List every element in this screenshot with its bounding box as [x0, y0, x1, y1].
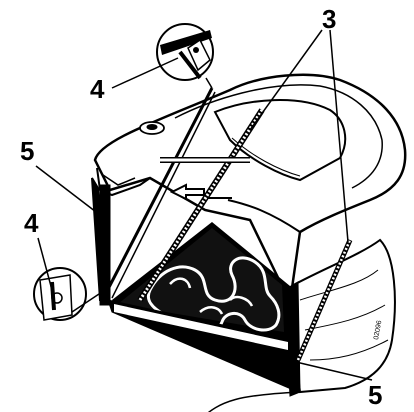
callout-3: 3: [322, 4, 336, 34]
direction-arrow-icon: [169, 183, 205, 201]
bag-fabric: [208, 238, 396, 412]
bag-top-cover: [93, 73, 407, 294]
callout-5-left: 5: [20, 136, 34, 166]
figure-code: 02096: [373, 320, 383, 340]
callout-4-top: 4: [90, 74, 105, 104]
bag-springs: [137, 108, 353, 361]
callout-4-bottom: 4: [24, 208, 39, 238]
callout-5-bottom: 5: [368, 380, 382, 410]
callout-leader-lines: [35, 29, 373, 381]
bag-front-frame: [107, 281, 301, 397]
bag-rods: [103, 87, 250, 299]
bottom-inset-magnifier: [33, 267, 103, 321]
top-inset-magnifier: [156, 23, 214, 89]
bag-left-frame: [91, 177, 111, 306]
